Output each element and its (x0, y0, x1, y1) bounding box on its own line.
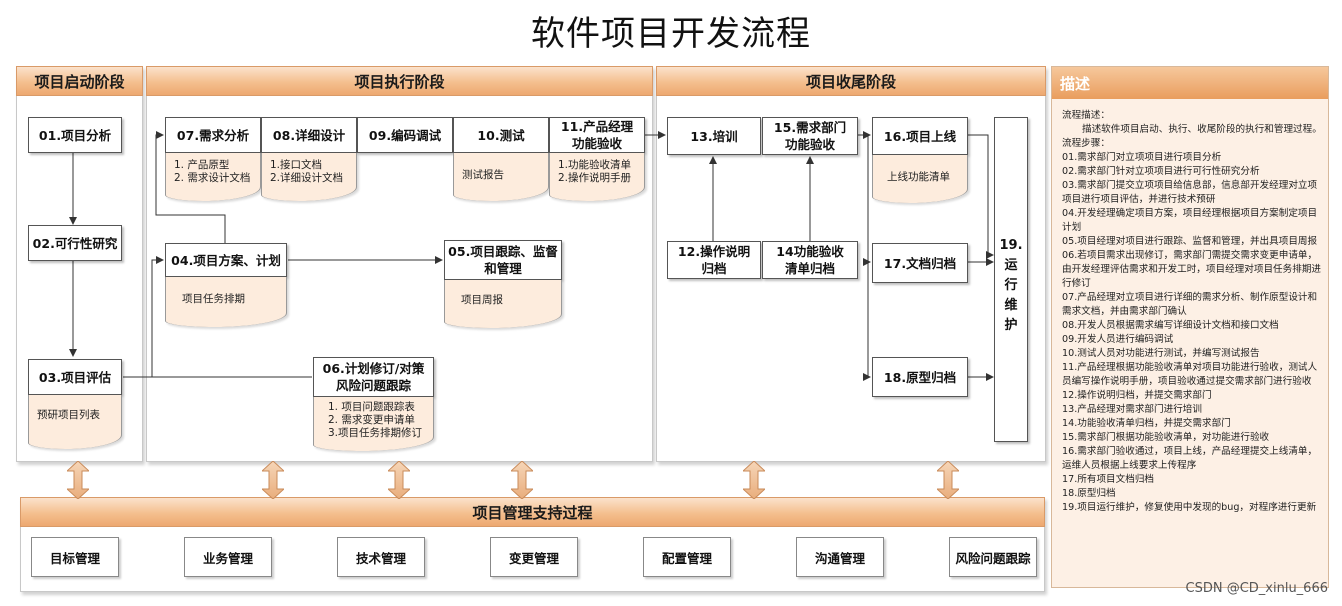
node-18-prototype-archive: 18.原型归档 (872, 357, 968, 397)
desc-step: 08.开发人员根据需求编写详细设计文档和接口文档 (1062, 320, 1279, 331)
watermark: CSDN @CD_xinlu_666 (1185, 581, 1329, 596)
doc-line: 测试报告 (462, 169, 504, 181)
doc-08: 1.接口文档 2.详细设计文档 (261, 153, 357, 201)
mgmt-config: 配置管理 (643, 537, 731, 577)
node-19-char5: 护 (1004, 318, 1018, 333)
desc-step: 04.开发经理确定项目方案，项目经理根据项目方案制定项目计划 (1062, 208, 1318, 233)
node-12-line2: 归档 (701, 261, 727, 276)
doc-line: 1. 项目问题跟踪表 (328, 401, 415, 413)
node-11-line2: 功能验收 (571, 136, 622, 151)
doc-10: 测试报告 (453, 153, 549, 201)
description-header: 描述 (1052, 67, 1328, 99)
doc-line: 项目周报 (461, 294, 503, 306)
desc-step: 13.产品经理对需求部门进行培训 (1062, 404, 1202, 415)
desc-step: 14.功能验收清单归档，并提交需求部门 (1062, 418, 1231, 429)
node-11-pm-acceptance: 11.产品经理 功能验收 (549, 117, 645, 153)
node-16-go-live: 16.项目上线 (872, 117, 968, 155)
desc-step: 02.需求部门针对立项项目进行可行性研究分析 (1062, 166, 1260, 177)
node-10-testing: 10.测试 (453, 117, 549, 153)
desc-step: 17.所有项目文档归档 (1062, 474, 1155, 485)
doc-line: 2. 需求变更申请单 (328, 414, 415, 426)
doc-line: 1.接口文档 (270, 159, 323, 171)
doc-line: 2. 需求设计文档 (174, 172, 251, 184)
doc-07: 1. 产品原型 2. 需求设计文档 (165, 153, 261, 201)
doc-line: 项目任务排期 (182, 293, 245, 305)
doc-16: 上线功能清单 (872, 155, 968, 203)
desc-step: 10.测试人员对功能进行测试，并编写测试报告 (1062, 348, 1260, 359)
doc-03: 预研项目列表 (28, 395, 122, 449)
node-05-tracking: 05.项目跟踪、监督 和管理 (444, 240, 562, 280)
mgmt-technical: 技术管理 (337, 537, 425, 577)
node-07-requirements: 07.需求分析 (165, 117, 261, 153)
node-06-plan-revision: 06.计划修订/对策 风险问题跟踪 (313, 357, 434, 397)
node-19-char1: 19. (999, 238, 1023, 253)
node-04-plan: 04.项目方案、计划 (165, 243, 287, 277)
phase-close-header: 项目收尾阶段 (656, 66, 1046, 96)
mgmt-goal: 目标管理 (31, 537, 119, 577)
doc-line: 2.详细设计文档 (270, 172, 344, 184)
doc-05: 项目周报 (444, 280, 562, 328)
node-13-training: 13.培训 (667, 117, 761, 155)
node-19-char4: 维 (1004, 298, 1018, 313)
node-01-project-analysis: 01.项目分析 (28, 117, 122, 153)
phase-start-header: 项目启动阶段 (16, 66, 143, 96)
node-05-line1: 05.项目跟踪、监督 (448, 244, 558, 259)
support-header: 项目管理支持过程 (20, 497, 1045, 527)
doc-line: 1.功能验收清单 (558, 159, 632, 171)
node-03-evaluation: 03.项目评估 (28, 359, 122, 395)
node-12-manual-archive: 12.操作说明 归档 (667, 241, 761, 279)
desc-step: 15.需求部门根据功能验收清单，对功能进行验收 (1062, 432, 1270, 443)
desc-intro-text: 描述软件项目启动、执行、收尾阶段的执行和管理过程。 (1082, 124, 1322, 135)
node-06-line1: 06.计划修订/对策 (322, 361, 425, 376)
doc-line: 2.操作说明手册 (558, 172, 632, 184)
node-09-coding: 09.编码调试 (357, 117, 453, 153)
node-12-line1: 12.操作说明 (677, 244, 751, 259)
desc-step: 05.项目经理对项目进行跟踪、监督和管理，并出具项目周报 (1062, 236, 1318, 247)
desc-step: 18.原型归档 (1062, 488, 1116, 499)
desc-step: 11.产品经理根据功能验收清单对项目功能进行验收，测试人员编写操作说明手册，项目… (1062, 362, 1318, 387)
node-06-line2: 风险问题跟踪 (335, 378, 411, 393)
desc-steps-label: 流程步骤： (1062, 138, 1110, 149)
desc-step: 12.操作说明归档，并提交需求部门 (1062, 390, 1212, 401)
description-panel: 描述 流程描述： 描述软件项目启动、执行、收尾阶段的执行和管理过程。 流程步骤：… (1051, 66, 1329, 588)
phase-exec-header: 项目执行阶段 (146, 66, 653, 96)
node-14-line1: 14功能验收 (776, 244, 844, 259)
mgmt-business: 业务管理 (184, 537, 272, 577)
node-15-dept-acceptance: 15.需求部门 功能验收 (762, 117, 858, 155)
node-14-line2: 清单归档 (784, 261, 835, 276)
doc-line: 1. 产品原型 (174, 159, 230, 171)
doc-line: 预研项目列表 (37, 409, 100, 421)
page-title: 软件项目开发流程 (531, 14, 811, 54)
desc-intro-label: 流程描述： (1062, 110, 1110, 121)
desc-step: 09.开发人员进行编码调试 (1062, 334, 1174, 345)
desc-step: 01.需求部门对立项项目进行项目分析 (1062, 152, 1222, 163)
mgmt-change: 变更管理 (490, 537, 578, 577)
node-15-line2: 功能验收 (784, 137, 835, 152)
node-11-line1: 11.产品经理 (560, 119, 634, 134)
node-19-operation-maintenance: 19. 运 行 维 护 (994, 117, 1028, 442)
node-02-feasibility: 02.可行性研究 (28, 225, 122, 261)
node-14-checklist-archive: 14功能验收 清单归档 (762, 241, 858, 279)
doc-line: 3.项目任务排期修订 (328, 427, 423, 439)
node-17-doc-archive: 17.文档归档 (872, 243, 968, 283)
mgmt-risk: 风险问题跟踪 (949, 537, 1037, 577)
node-08-detailed-design: 08.详细设计 (261, 117, 357, 153)
desc-step: 06.若项目需求出现修订，需求部门需提交需求变更申请单，由开发经理评估需求和开发… (1062, 250, 1322, 289)
desc-step: 16.需求部门验收通过，项目上线，产品经理提交上线清单，运维人员根据上线要求上传… (1062, 446, 1318, 471)
doc-06: 1. 项目问题跟踪表 2. 需求变更申请单 3.项目任务排期修订 (313, 397, 434, 451)
node-19-char3: 行 (1004, 278, 1018, 293)
desc-step: 07.产品经理对立项目进行详细的需求分析、制作原型设计和需求文档，并由需求部门确… (1062, 292, 1318, 317)
doc-line: 上线功能清单 (887, 171, 950, 183)
node-05-line2: 和管理 (484, 261, 522, 276)
desc-step: 19.项目运行维护，修复使用中发现的bug，对程序进行更新 (1062, 502, 1317, 513)
node-19-char2: 运 (1004, 258, 1018, 273)
node-15-line1: 15.需求部门 (773, 120, 847, 135)
doc-04: 项目任务排期 (165, 277, 287, 327)
mgmt-communication: 沟通管理 (796, 537, 884, 577)
doc-11: 1.功能验收清单 2.操作说明手册 (549, 153, 645, 201)
description-body: 流程描述： 描述软件项目启动、执行、收尾阶段的执行和管理过程。 流程步骤： 01… (1062, 109, 1326, 515)
desc-step: 03.需求部门提交立项项目给信息部，信息部开发经理对立项项目进行项目评估，并进行… (1062, 180, 1318, 205)
